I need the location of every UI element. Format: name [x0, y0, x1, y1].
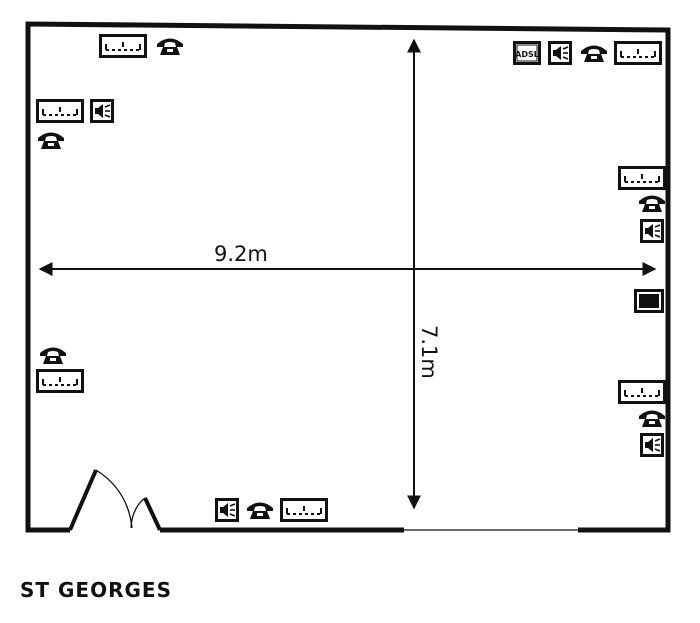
power-socket-icon[interactable]: [618, 380, 666, 404]
power-socket-icon[interactable]: [280, 498, 328, 522]
outlet-group-right-upper: [618, 166, 666, 243]
power-socket-icon[interactable]: [36, 99, 84, 123]
outlet-group-top-left: [99, 34, 183, 58]
power-socket-icon[interactable]: [618, 166, 666, 190]
dimension-depth-label: 7.1m: [417, 325, 441, 379]
telephone-icon[interactable]: [38, 132, 64, 150]
telephone-icon[interactable]: [639, 410, 665, 428]
dimension-width: 9.2m: [38, 242, 657, 276]
speaker-icon[interactable]: [90, 99, 114, 123]
power-socket-icon[interactable]: [36, 369, 84, 393]
door-leaf-left: [68, 469, 98, 531]
adsl-label: ADSL: [515, 50, 539, 59]
speaker-icon[interactable]: [548, 41, 572, 65]
dimension-width-label: 9.2m: [214, 242, 268, 266]
floor-plan: 9.2m 7.1m ADSL: [25, 21, 671, 533]
telephone-icon[interactable]: [247, 502, 273, 520]
telephone-icon[interactable]: [581, 45, 607, 63]
power-socket-icon[interactable]: [99, 34, 147, 58]
door-leaf-right: [143, 497, 162, 531]
speaker-icon[interactable]: [640, 433, 664, 457]
dimension-depth: 7.1m: [407, 38, 441, 510]
outlet-group-top-right: ADSL: [513, 41, 662, 65]
screen-icon[interactable]: [634, 289, 664, 313]
room-walls: [25, 21, 671, 533]
telephone-icon[interactable]: [639, 195, 665, 213]
door-swing-left: [95, 469, 133, 529]
wall-left-top-right: [25, 21, 671, 533]
speaker-icon[interactable]: [215, 498, 239, 522]
telephone-icon[interactable]: [157, 38, 183, 56]
door-swing-right: [130, 497, 146, 529]
power-socket-icon[interactable]: [614, 41, 662, 65]
speaker-icon[interactable]: [640, 219, 664, 243]
room-name: ST GEORGES: [20, 578, 172, 602]
outlet-group-right-lower: [618, 380, 666, 457]
outlet-group-left-upper: [36, 99, 114, 150]
telephone-icon[interactable]: [40, 347, 66, 365]
outlet-group-left-lower: [36, 347, 84, 393]
outlet-group-bottom: [215, 498, 328, 522]
double-door[interactable]: [68, 469, 162, 531]
